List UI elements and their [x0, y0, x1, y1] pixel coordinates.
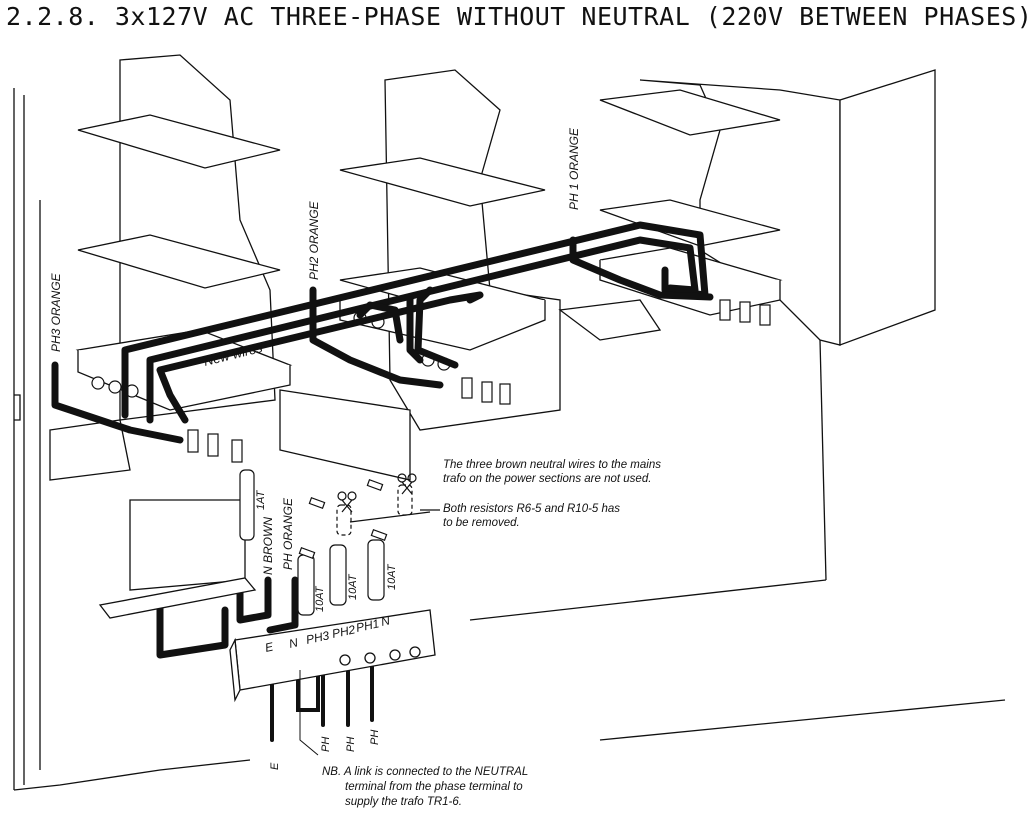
- fuse-10at-1: [297, 554, 315, 616]
- terminal-label: N: [380, 613, 392, 629]
- label-ph2: PH2 ORANGE: [307, 200, 321, 280]
- terminal-label: PH3: [305, 628, 331, 647]
- note-neutral-line1: The three brown neutral wires to the mai…: [443, 459, 661, 471]
- fuses: [239, 469, 388, 616]
- notes: The three brown neutral wires to the mai…: [322, 459, 661, 808]
- terminal-labels: E N PH3 PH2 PH1 N: [264, 613, 392, 655]
- new-wires: [121, 221, 709, 424]
- note-link-line1: NB. A link is connected to the NEUTRAL: [322, 766, 528, 778]
- pointer-line: [349, 511, 431, 523]
- label-n-brown: N BROWN: [261, 517, 275, 575]
- fuse-1at: [239, 469, 255, 541]
- wiring-diagram: PH 1 ORANGE PH2 ORANGE PH3 ORANGE New wi…: [13, 54, 1006, 808]
- fuse-10at-2: [329, 544, 347, 606]
- transformer-left: [49, 54, 293, 481]
- wire-end-label: PH: [320, 737, 332, 752]
- wire-end-label: PH: [369, 730, 381, 745]
- removed-resistors: [336, 484, 413, 536]
- lower-panel: [98, 499, 436, 703]
- label-ph-orange: PH ORANGE: [281, 497, 295, 570]
- scissors-icon: [337, 491, 357, 513]
- scissors-icons: [337, 473, 440, 523]
- label-ph3: PH3 ORANGE: [49, 272, 63, 352]
- terminal-label: PH2: [331, 622, 357, 641]
- terminal-label: PH1: [355, 616, 381, 635]
- wire-end-label: E: [269, 762, 281, 770]
- scissors-icon: [397, 473, 417, 495]
- wire-end-label: PH: [345, 737, 357, 752]
- resistor-r6-5: [336, 504, 352, 536]
- fuse-label: 1AT: [255, 489, 267, 510]
- fuse-10at-3: [367, 539, 385, 601]
- terminal-label: E: [264, 639, 276, 655]
- label-ph1: PH 1 ORANGE: [567, 127, 581, 210]
- fuse-label: 10AT: [347, 573, 359, 600]
- note-neutral-line2: trafo on the power sections are not used…: [443, 473, 651, 485]
- leader-lines: [299, 670, 319, 756]
- note-resistor-line1: Both resistors R6-5 and R10-5 has: [443, 503, 620, 515]
- note-resistor-line2: to be removed.: [443, 517, 520, 529]
- fuse-label: 10AT: [386, 563, 398, 590]
- terminal-label: N: [288, 635, 300, 651]
- phase-wires: [51, 236, 714, 659]
- page-title: 2.2.8. 3x127V AC THREE-PHASE WITHOUT NEU…: [6, 2, 1032, 31]
- fuse-label: 10AT: [314, 585, 326, 612]
- fuse-labels: 1AT 10AT 10AT 10AT: [255, 489, 398, 612]
- bottom-wire-labels: E PH PH PH: [269, 730, 381, 770]
- note-link-line3: supply the trafo TR1-6.: [345, 796, 462, 808]
- note-link-line2: terminal from the phase terminal to: [345, 781, 523, 793]
